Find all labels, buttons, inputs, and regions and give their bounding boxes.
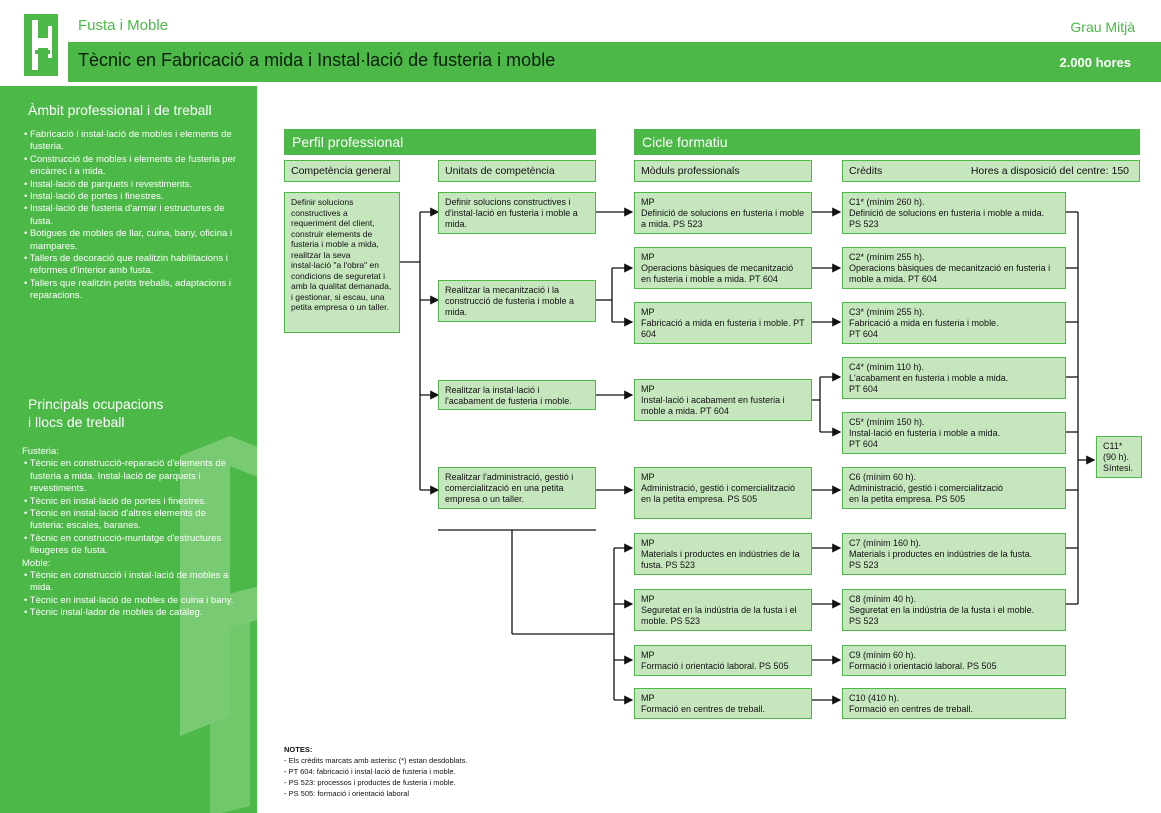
- grade-label: Grau Mitjà: [1070, 19, 1135, 35]
- list-item: • Instal·lació de fusteria d'armar i est…: [24, 203, 225, 227]
- modul-box: MP Materials i productes en indústries d…: [634, 533, 812, 575]
- competencia-general-box: Definir solucions constructives a requer…: [284, 192, 400, 333]
- cicle-formatiu-header: Cicle formatiu: [634, 129, 1140, 155]
- list-item: • Tècnic instal·lador de mobles de catàl…: [24, 607, 203, 619]
- ocupacions-list: Fusteria: • Tècnic en construcció-repara…: [22, 446, 237, 620]
- credit-box: C6 (mínim 60 h). Administració, gestió i…: [842, 467, 1066, 509]
- list-item: • Instal·lació de parquets i revestiment…: [24, 178, 193, 190]
- unitats-label: Unitats de competència: [438, 160, 596, 182]
- chair-icon: [24, 14, 58, 76]
- modul-box: MP Formació en centres de treball.: [634, 688, 812, 719]
- ocupacions-title-2: i llocs de treball: [28, 414, 125, 430]
- list-item: • Instal·lació de portes i finestres.: [24, 191, 164, 203]
- note-item: - PS 505: formació i orientació laboral: [284, 789, 410, 798]
- chair-watermark-icon: [180, 436, 257, 813]
- unitat-box: Realitzar la mecanització i la construcc…: [438, 280, 596, 322]
- credits-label: Crèdits: [849, 165, 883, 177]
- list-item: • Tècnic en construcció-muntatge d'estru…: [24, 532, 222, 557]
- moduls-label: Mòduls professionals: [634, 160, 812, 182]
- competencia-general-label: Competència general: [284, 160, 400, 182]
- list-item: • Tècnic en instal·lació de mobles de cu…: [24, 594, 234, 606]
- modul-box: MP Administració, gestió i comercialitza…: [634, 467, 812, 519]
- unitat-box: Realitzar l'administració, gestió i come…: [438, 467, 596, 509]
- credit-box: C1* (mínim 260 h). Definició de solucion…: [842, 192, 1066, 234]
- modul-box: MP Instal·lació i acabament en fusteria …: [634, 379, 812, 421]
- group-label: Fusteria:: [22, 446, 59, 457]
- credit-box: C3* (mínim 255 h). Fabricació a mida en …: [842, 302, 1066, 344]
- group-label: Moble:: [22, 557, 51, 569]
- list-item: • Construcció de mobles i elements de fu…: [24, 153, 236, 178]
- credit-box: C7 (mínim 160 h). Materials i productes …: [842, 533, 1066, 575]
- header-band: [68, 42, 1161, 82]
- ambit-list: • Fabricació i instal·lació de mobles i …: [22, 129, 237, 303]
- list-item: • Tècnic en construcció-reparació d'elem…: [24, 458, 226, 495]
- list-item: • Tècnic en construcció i instal·lació d…: [24, 570, 229, 594]
- notes: NOTES: - Els crèdits marcats amb asteris…: [284, 744, 467, 799]
- credit-box: C8 (mínim 40 h). Seguretat en la indústr…: [842, 589, 1066, 631]
- list-item: • Tallers de decoració que realitzin hab…: [24, 253, 228, 277]
- unitat-box: Definir solucions constructives i d'inst…: [438, 192, 596, 234]
- hores-centre-label: Hores a disposició del centre: 150: [970, 165, 1129, 177]
- category-label: Fusta i Moble: [78, 17, 169, 34]
- credit-box: C2* (mínim 255 h). Operacions bàsiques d…: [842, 247, 1066, 289]
- credit-box: C5* (mínim 150 h). Instal·lació en fuste…: [842, 412, 1066, 454]
- unitat-box: Realitzar la instal·lació i l'acabament …: [438, 380, 596, 410]
- credits-header: Crèdits Hores a disposició del centre: 1…: [842, 160, 1140, 182]
- credit-box: C10 (410 h). Formació en centres de treb…: [842, 688, 1066, 719]
- left-panel: Àmbit professional i de treball • Fabric…: [0, 86, 257, 813]
- header-top: [0, 0, 1161, 42]
- ocupacions-title-1: Principals ocupacions: [28, 396, 164, 412]
- modul-box: MP Operacions bàsiques de mecanització e…: [634, 247, 812, 289]
- note-item: - PT 604: fabricació i instal·lació de f…: [284, 767, 456, 776]
- list-item: • Fabricació i instal·lació de mobles i …: [24, 129, 232, 153]
- modul-box: MP Definició de solucions en fusteria i …: [634, 192, 812, 234]
- modul-box: MP Fabricació a mida en fusteria i moble…: [634, 302, 812, 344]
- hours-label: 2.000 hores: [1059, 55, 1131, 70]
- note-item: - Els crèdits marcats amb asterisc (*) e…: [284, 756, 468, 765]
- notes-title: NOTES:: [284, 745, 313, 754]
- list-item: • Tècnic en instal·lació de portes i fin…: [24, 495, 207, 507]
- credit-box: C4* (mínim 110 h). L'acabament en fuster…: [842, 357, 1066, 399]
- credit-box: C9 (mínim 60 h). Formació i orientació l…: [842, 645, 1066, 676]
- list-item: • Tallers que realitzin petits treballs,…: [24, 277, 231, 302]
- page-title: Tècnic en Fabricació a mida i Instal·lac…: [78, 50, 556, 70]
- c11-sintesi-box: C11* (90 h). Síntesi.: [1096, 436, 1142, 478]
- list-item: • Tècnic en instal·lació d'altres elemen…: [24, 508, 206, 532]
- ambit-title: Àmbit professional i de treball: [28, 102, 212, 118]
- list-item: • Botigues de mobles de llar, cuina, ban…: [24, 228, 233, 252]
- perfil-professional-header: Perfil professional: [284, 129, 596, 155]
- modul-box: MP Seguretat en la indústria de la fusta…: [634, 589, 812, 631]
- note-item: - PS 523: processos i productes de fuste…: [284, 778, 456, 787]
- modul-box: MP Formació i orientació laboral. PS 505: [634, 645, 812, 676]
